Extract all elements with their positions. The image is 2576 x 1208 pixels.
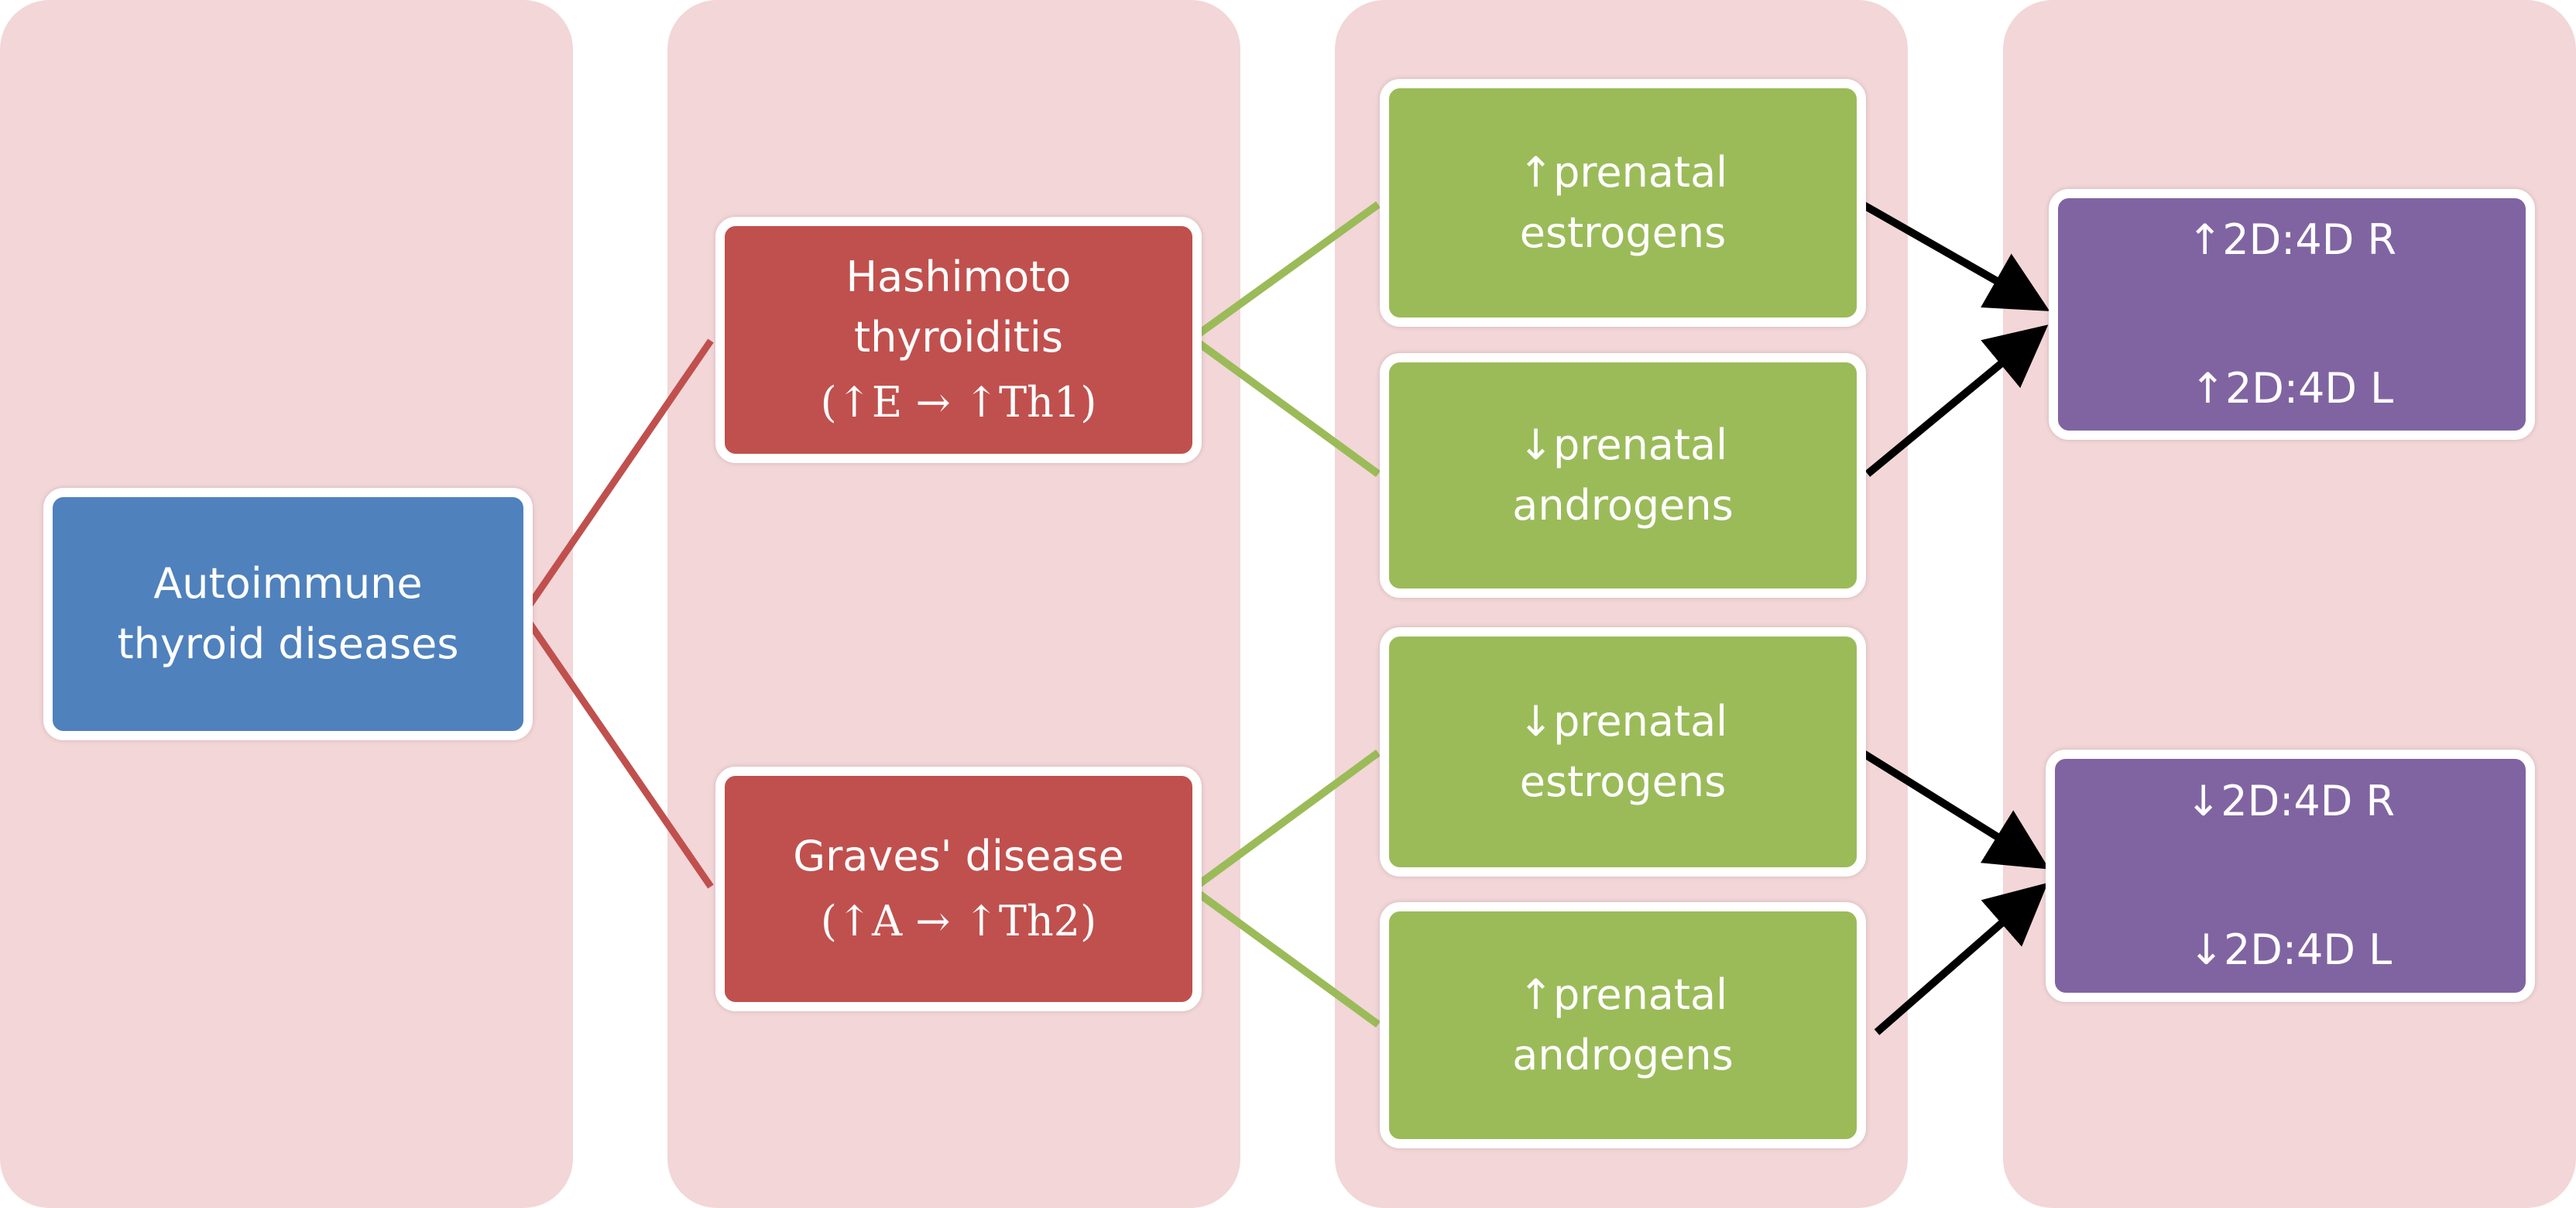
- hormone-box-androgens-down: ↓prenatal androgens: [1380, 353, 1866, 598]
- outcome-box-increased-ratio: ↑2D:4D R ↑2D:4D L: [2049, 189, 2535, 440]
- outcome-decreased-left: ↓2D:4D L: [2188, 925, 2392, 974]
- hormone-box-estrogens-down: ↓prenatal estrogens: [1380, 627, 1866, 877]
- connector-graves-androgens: [1190, 885, 1381, 1028]
- outcome-box-decreased-ratio: ↓2D:4D R ↓2D:4D L: [2046, 750, 2535, 1002]
- disease-formula-hashimoto: (↑E → ↑Th1): [820, 378, 1097, 427]
- connector-root-graves: [520, 612, 714, 889]
- arrow-estrogens-down-to-outcome: [1857, 747, 2049, 870]
- hormone-label-androgens-up: ↑prenatal androgens: [1512, 970, 1734, 1079]
- hormone-label-estrogens-down: ↓prenatal estrogens: [1518, 697, 1728, 806]
- hormone-label-androgens-down: ↓prenatal androgens: [1512, 420, 1734, 530]
- outcome-increased-right: ↑2D:4D R: [2187, 215, 2396, 264]
- disease-formula-graves: (↑A → ↑Th2): [820, 897, 1097, 945]
- arrow-androgens-up-to-outcome: [1874, 882, 2049, 1035]
- outcome-increased-left: ↑2D:4D L: [2190, 364, 2394, 413]
- root-disease-label: Autoimmune thyroid diseases: [117, 559, 459, 668]
- arrow-estrogens-up-to-outcome: [1857, 199, 2050, 311]
- hormone-box-estrogens-up: ↑prenatal estrogens: [1380, 79, 1866, 327]
- disease-box-graves: Graves' disease (↑A → ↑Th2): [715, 767, 1202, 1011]
- connector-hashimoto-androgens: [1190, 335, 1381, 478]
- root-disease-box: Autoimmune thyroid diseases: [43, 488, 533, 740]
- connector-hashimoto-estrogens: [1190, 201, 1381, 342]
- hormone-box-androgens-up: ↑prenatal androgens: [1380, 902, 1866, 1148]
- arrow-androgens-down-to-outcome: [1864, 324, 2049, 477]
- outcome-decreased-right: ↓2D:4D R: [2186, 777, 2395, 825]
- connector-graves-estrogens: [1190, 749, 1381, 893]
- hormone-label-estrogens-up: ↑prenatal estrogens: [1518, 148, 1728, 257]
- disease-label-hashimoto: Hashimoto thyroiditis: [846, 252, 1072, 362]
- connector-root-hashimoto: [520, 338, 714, 616]
- disease-box-hashimoto: Hashimoto thyroiditis (↑E → ↑Th1): [715, 217, 1202, 463]
- disease-label-graves: Graves' disease: [793, 832, 1124, 880]
